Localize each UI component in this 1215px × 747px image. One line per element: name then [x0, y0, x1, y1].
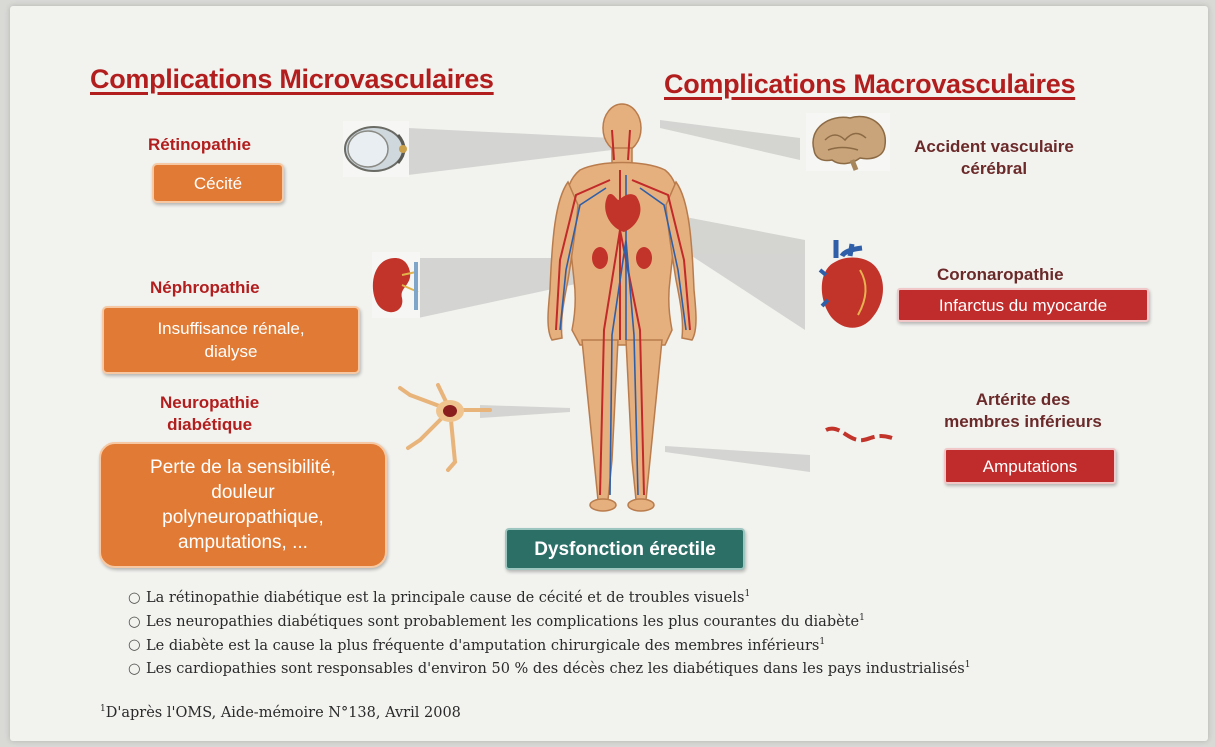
heart-icon — [818, 240, 884, 328]
neuron-icon — [398, 383, 492, 472]
beam-neuron — [480, 405, 570, 418]
beam-artery — [665, 446, 810, 472]
note-ref: 1 — [819, 636, 826, 647]
note-text: Les cardiopathies sont responsables d'en… — [146, 661, 965, 678]
perte-line2: douleur — [211, 482, 275, 503]
perte-sensibilite-box: Perte de la sensibilité, douleur polyneu… — [99, 442, 387, 568]
human-body-illustration — [547, 103, 697, 512]
bullet-icon: ○ — [128, 661, 141, 678]
brain-icon — [806, 113, 890, 171]
infarctus-text: Infarctus du myocarde — [938, 295, 1108, 315]
note-ref: 1 — [859, 612, 865, 623]
footnote: 1D'après l'OMS, Aide-mémoire N°138, Avri… — [100, 704, 461, 721]
note-text: Les neuropathies diabétiques sont probab… — [146, 613, 860, 630]
bullet-icon: ○ — [128, 589, 141, 606]
eye-icon — [343, 121, 409, 177]
micro-title: Complications Microvasculaires — [90, 64, 494, 94]
bullet-icon: ○ — [128, 637, 141, 654]
list-item: ○ La rétinopathie diabétique est la princ… — [128, 584, 970, 608]
arterite-label: Artérite des membres inférieurs — [924, 389, 1122, 433]
cecite-box: Cécité — [152, 163, 284, 203]
beam-kidney — [418, 258, 585, 318]
arterite-line2: membres inférieurs — [944, 412, 1102, 431]
beam-brain — [660, 120, 800, 160]
list-item: ○ Les cardiopathies sont responsables d'e… — [128, 655, 970, 679]
neuropathie-label: Neuropathie diabétique — [160, 392, 259, 436]
footnote-text: D'après l'OMS, Aide-mémoire N°138, Avril… — [105, 704, 461, 721]
retinopathie-label: Rétinopathie — [148, 135, 251, 154]
macro-title: Complications Macrovasculaires — [664, 69, 1076, 99]
list-item: ○ Les neuropathies diabétiques sont proba… — [128, 608, 970, 632]
neuropathie-line1: Neuropathie — [160, 393, 260, 412]
note-ref: 1 — [964, 660, 971, 671]
neuropathie-line2: diabétique — [167, 415, 253, 434]
bullet-icon: ○ — [128, 613, 141, 630]
artery-icon — [825, 426, 893, 443]
insuffisance-line1: Insuffisance rénale, — [157, 319, 305, 338]
dysfonction-text: Dysfonction érectile — [534, 538, 716, 560]
beam-heart — [675, 215, 805, 330]
cecite-text: Cécité — [193, 173, 243, 193]
perte-line1: Perte de la sensibilité, — [150, 457, 336, 478]
amputations-box: Amputations — [944, 448, 1116, 484]
amputations-text: Amputations — [982, 456, 1078, 476]
note-text: Le diabète est la cause la plus fréquent… — [146, 637, 820, 654]
notes-list: ○ La rétinopathie diabétique est la princ… — [128, 584, 970, 679]
connector-beams — [408, 120, 810, 472]
list-item: ○ Le diabète est la cause la plus fréquen… — [128, 632, 970, 656]
note-text: La rétinopathie diabétique est la princi… — [146, 589, 745, 606]
nephropathie-label: Néphropathie — [150, 278, 260, 297]
insuffisance-line2: dialyse — [204, 342, 258, 361]
arterite-line1: Artérite des — [975, 390, 1071, 409]
infarctus-box: Infarctus du myocarde — [897, 288, 1149, 322]
insuffisance-box: Insuffisance rénale, dialyse — [102, 306, 360, 374]
perte-line3: polyneuropathique, — [162, 507, 324, 528]
coronaropathie-label: Coronaropathie — [937, 265, 1064, 284]
beam-eye — [408, 128, 612, 175]
avc-line2: cérébral — [960, 159, 1028, 178]
footnote-marker: 1 — [100, 704, 106, 714]
avc-line1: Accident vasculaire — [914, 137, 1074, 156]
avc-label: Accident vasculaire cérébral — [908, 136, 1080, 180]
dysfonction-box: Dysfonction érectile — [505, 528, 745, 570]
note-ref: 1 — [744, 589, 751, 599]
kidney-icon — [372, 252, 420, 318]
perte-line4: amputations, ... — [178, 532, 308, 553]
